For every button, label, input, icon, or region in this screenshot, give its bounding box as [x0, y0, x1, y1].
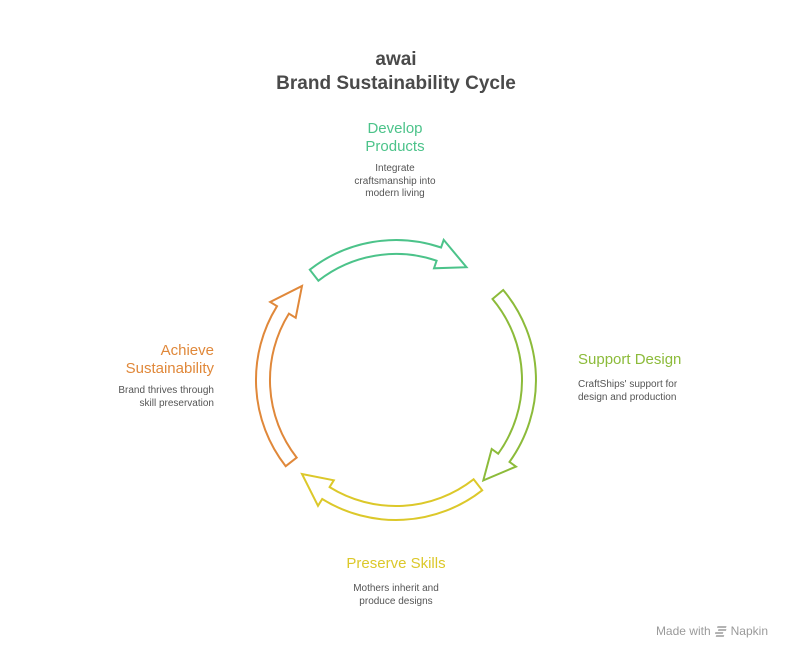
step-achieve-title: Achieve Sustainability [125, 342, 214, 377]
arrow-support-design [481, 288, 537, 483]
arrow-preserve-skills [300, 472, 484, 521]
brand-name: awai [375, 49, 417, 70]
step-support-desc: CraftShips' support for design and produ… [578, 379, 678, 403]
arrow-develop-products [308, 237, 469, 283]
step-develop-desc: Integrate craftsmanship into modern livi… [354, 163, 436, 199]
step-develop-title: Develop Products [365, 120, 425, 155]
diagram-title: Brand Sustainability Cycle [276, 73, 516, 94]
napkin-brand: Napkin [730, 624, 768, 638]
napkin-logo-icon [714, 626, 727, 637]
step-preserve-desc: Mothers inherit and produce designs [353, 583, 439, 607]
arrow-achieve-sustainability [255, 284, 304, 468]
step-support-title: Support Design [578, 351, 682, 368]
step-achieve-desc: Brand thrives through skill preservation [118, 385, 214, 409]
step-preserve-title: Preserve Skills [346, 555, 446, 572]
made-with-label: Made with [655, 624, 711, 638]
made-with-napkin[interactable]: Made with Napkin [656, 624, 768, 638]
